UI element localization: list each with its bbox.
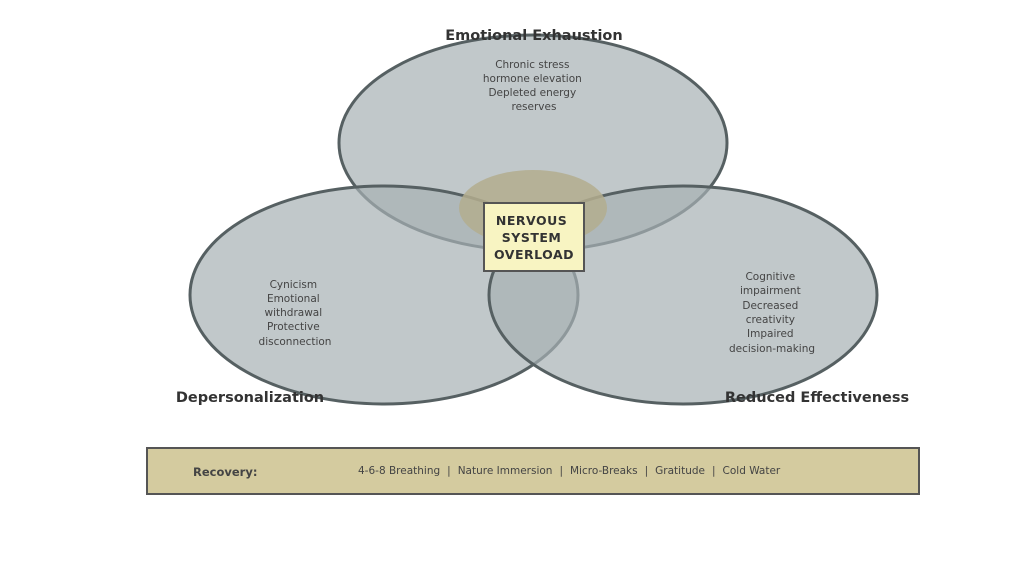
recovery-item: Micro-Breaks bbox=[570, 465, 638, 477]
set-title-reduced-effectiveness: Reduced Effectiveness bbox=[725, 390, 909, 406]
svg-text:NERVOUS SYSTEM OVERLOA: NERVOUS SYSTEM OVERLOAD bbox=[494, 213, 574, 262]
description-line: creativity bbox=[746, 314, 795, 326]
description-line: Depleted energy bbox=[488, 87, 576, 99]
recovery-separator: | bbox=[644, 465, 649, 477]
set-description-emotional-exhaustion: Chronic stress hormone elevation Deplete… bbox=[483, 59, 585, 113]
recovery-separator: | bbox=[447, 465, 451, 477]
center-label-line: SYSTEM bbox=[502, 230, 562, 245]
description-line: hormone elevation bbox=[483, 73, 582, 85]
description-line: Decreased bbox=[742, 300, 798, 312]
center-label-line: OVERLOAD bbox=[494, 247, 574, 262]
recovery-item: Cold Water bbox=[722, 465, 781, 477]
center-label-line: NERVOUS bbox=[496, 213, 567, 228]
recovery-label: Recovery: bbox=[193, 465, 258, 479]
recovery-item: Nature Immersion bbox=[457, 465, 553, 477]
description-line: Impaired bbox=[747, 328, 794, 340]
description-line: withdrawal bbox=[265, 307, 323, 319]
recovery-separator: | bbox=[711, 465, 716, 477]
description-line: Emotional bbox=[267, 293, 320, 305]
recovery-separator: | bbox=[559, 465, 563, 477]
recovery-bar: Recovery: 4-6-8 Breathing | Nature Immersi… bbox=[146, 447, 920, 495]
set-description-reduced-effectiveness: Cognitive impairment Decreased creativit… bbox=[729, 271, 815, 355]
description-line: Cognitive bbox=[745, 271, 795, 283]
set-description-depersonalization: Cynicism Emotional withdrawal Protective… bbox=[259, 279, 332, 348]
description-line: Cynicism bbox=[270, 279, 318, 291]
description-line: decision-making bbox=[729, 343, 815, 355]
set-circle-reduced-effectiveness bbox=[487, 184, 879, 406]
set-title-depersonalization: Depersonalization bbox=[176, 390, 324, 406]
description-line: Protective bbox=[267, 321, 320, 333]
description-line: disconnection bbox=[259, 336, 332, 348]
description-line: Chronic stress bbox=[495, 59, 569, 71]
set-title-emotional-exhaustion: Emotional Exhaustion bbox=[445, 28, 622, 44]
description-line: reserves bbox=[512, 101, 557, 113]
recovery-item: Gratitude bbox=[655, 465, 705, 477]
description-line: impairment bbox=[740, 285, 801, 297]
recovery-item: 4-6-8 Breathing bbox=[358, 465, 441, 477]
center-box bbox=[483, 202, 585, 272]
recovery-items: 4-6-8 Breathing | Nature Immersion | Micro-B… bbox=[358, 465, 780, 477]
